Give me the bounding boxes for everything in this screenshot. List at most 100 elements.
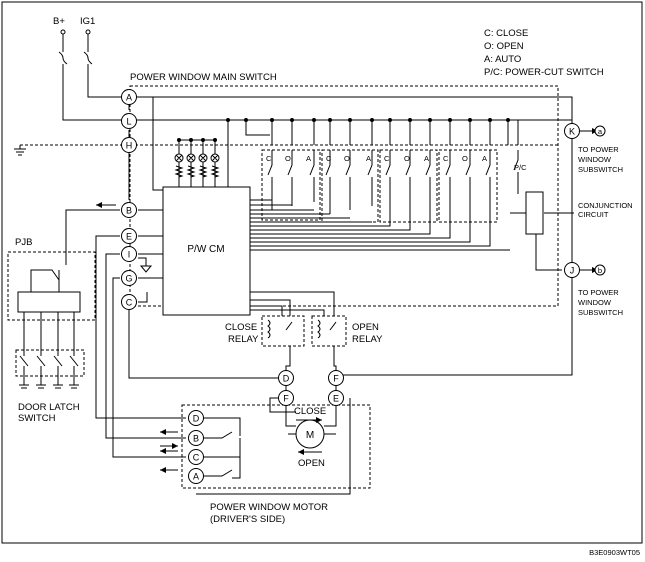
main-switch-pin-g: G [121, 270, 137, 286]
module-label: P/W CM [187, 244, 224, 255]
legend-open: O: OPEN [484, 41, 524, 52]
svg-text:L: L [126, 117, 131, 127]
legend: C: CLOSE O: OPEN A: AUTO P/C: POWER-CUT … [484, 28, 604, 78]
motor-pin-top-e: E [328, 390, 344, 406]
figure-code: B3E0903WT05 [589, 548, 640, 557]
output-b-line-2: WINDOW [578, 298, 612, 307]
main-switch-pin-h: H [121, 137, 137, 153]
conjunction-circuit [525, 191, 544, 235]
motor-title-2: (DRIVER'S SIDE) [210, 514, 285, 525]
svg-text:O: O [404, 154, 410, 163]
svg-text:H: H [126, 141, 133, 151]
svg-text:C: C [384, 154, 390, 163]
svg-text:C: C [326, 154, 332, 163]
power-supply: B+ IG1 [53, 16, 573, 376]
pjb-outline [7, 251, 96, 321]
main-switch-pin-i: I [121, 246, 137, 262]
resistor-icons [174, 165, 220, 178]
svg-text:D: D [193, 414, 200, 424]
svg-text:F: F [333, 374, 339, 384]
motor-pin-side-c: C [188, 449, 204, 465]
svg-text:G: G [125, 274, 132, 284]
main-switch-pin-l: L [121, 113, 137, 129]
motor-m-label: M [306, 430, 314, 441]
open-relay-label-1: OPEN [352, 322, 379, 333]
latch-ground-icons [19, 384, 79, 389]
switch-group-2 [321, 149, 379, 223]
legend-auto: A: AUTO [484, 54, 521, 65]
motor-close-label: CLOSE [294, 406, 326, 417]
l-bus-taps [226, 118, 519, 188]
motor-pin-side-b: B [188, 430, 204, 446]
svg-text:C: C [443, 154, 449, 163]
svg-text:A: A [366, 154, 371, 163]
left-pin-wiring [65, 202, 278, 458]
svg-text:O: O [462, 154, 468, 163]
svg-text:J: J [570, 266, 575, 276]
svg-text:A: A [193, 472, 199, 482]
output-a-line-2: WINDOW [578, 155, 612, 164]
output-a-line-3: SUBSWITCH [578, 165, 623, 174]
svg-text:E: E [333, 394, 339, 404]
svg-text:B: B [126, 206, 132, 216]
ignition-terminal [85, 29, 91, 35]
ignition-wire [87, 34, 573, 376]
svg-text:F: F [283, 394, 289, 404]
indicator-array [174, 138, 220, 188]
close-relay-label-2: RELAY [228, 334, 259, 345]
main-switch-title: POWER WINDOW MAIN SWITCH [130, 72, 277, 83]
close-relay-label-1: CLOSE [225, 322, 257, 333]
main-switch-pin-k: K [564, 123, 580, 139]
switch-group-1 [261, 149, 321, 221]
ignition-fuse [83, 51, 93, 65]
svg-text:O: O [344, 154, 350, 163]
motor-outline [181, 404, 371, 489]
svg-text:a: a [598, 127, 603, 136]
relays: CLOSE RELAY OPEN RELAY [225, 291, 383, 370]
conjunction-label-1: CONJUNCTION [578, 201, 633, 210]
svg-text:A: A [424, 154, 429, 163]
ground-wire [14, 144, 558, 156]
open-relay-label-2: RELAY [352, 334, 383, 345]
battery-wire [62, 34, 572, 121]
pjb-label: PJB [15, 237, 32, 248]
diagram-frame [1, 1, 643, 544]
motor-open-label: OPEN [298, 458, 325, 469]
svg-text:A: A [482, 154, 487, 163]
window-switches: C O A C O A C O A C O A P/C [250, 149, 527, 251]
svg-text:C: C [266, 154, 272, 163]
pw-control-module [162, 186, 251, 316]
pc-label: P/C [514, 163, 527, 172]
svg-text:C: C [193, 453, 200, 463]
svg-text:I: I [128, 250, 131, 260]
indicator-lamp-icons [174, 153, 220, 163]
relay-pin-d: D [278, 370, 294, 386]
main-switch-pin-c: C [121, 294, 137, 310]
battery-fuse [58, 51, 68, 65]
svg-text:K: K [569, 127, 575, 137]
relay-pin-f: F [328, 370, 344, 386]
battery-terminal [60, 29, 66, 35]
relay-coil-icons [267, 319, 321, 339]
svg-text:B: B [193, 434, 199, 444]
ignition-label: IG1 [80, 16, 95, 27]
module-switch-bus [250, 199, 510, 251]
conjunction-label-2: CIRCUIT [578, 210, 609, 219]
main-switch-pin-b: B [121, 202, 137, 218]
door-latch-label-2: SWITCH [18, 413, 56, 424]
motor-pin-side-a: A [188, 468, 204, 484]
motor-pin-side-d: D [188, 410, 204, 426]
main-switch-outline [129, 85, 559, 307]
output-b-marker [594, 264, 606, 276]
main-switch-pin-a: A [121, 89, 137, 105]
pjb-switch [30, 269, 60, 292]
svg-text:C: C [126, 298, 133, 308]
door-latch-switches: DOOR LATCH SWITCH [15, 349, 85, 424]
main-switch-pin-j: J [564, 262, 580, 278]
ground-icon [14, 148, 26, 156]
svg-text:D: D [283, 374, 290, 384]
output-b-line-3: SUBSWITCH [578, 308, 623, 317]
battery-label: B+ [53, 16, 65, 27]
